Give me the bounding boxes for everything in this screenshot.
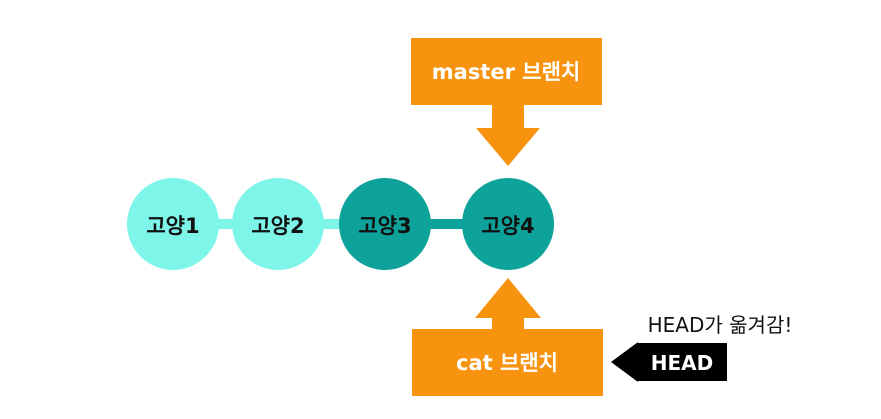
head-label: HEAD (651, 351, 713, 375)
master-branch-label: master 브랜치 (432, 60, 580, 84)
head-moved-note: HEAD가 옮겨감! (648, 313, 793, 337)
cat-branch-label: cat 브랜치 (456, 351, 558, 375)
commit-label: 고양4 (481, 214, 534, 238)
head-box (637, 343, 727, 381)
cat-arrow-up (475, 278, 541, 330)
master-branch-box (411, 38, 602, 105)
cat-branch: cat 브랜치 (412, 278, 603, 396)
head-arrow-left (611, 342, 638, 382)
connector-3-4 (410, 219, 490, 229)
head-pointer: HEAD (611, 342, 727, 382)
commit-node-2: 고양2 (232, 178, 324, 270)
connector-2-3 (300, 219, 360, 229)
master-branch: master 브랜치 (411, 38, 602, 166)
commit-label: 고양3 (358, 214, 411, 238)
commit-label: 고양2 (251, 214, 304, 238)
cat-branch-box (412, 329, 603, 396)
connector-1-2 (200, 219, 260, 229)
commit-node-4: 고양4 (462, 178, 554, 270)
master-arrow-down (476, 105, 540, 166)
commit-label: 고양1 (146, 214, 199, 238)
commit-node-3: 고양3 (339, 178, 431, 270)
commit-node-1: 고양1 (127, 178, 219, 270)
